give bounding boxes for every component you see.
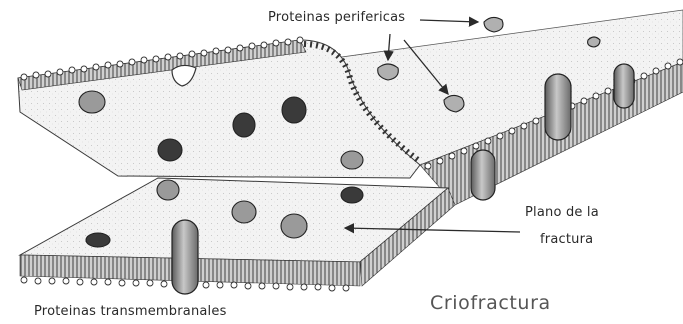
transmembrane-protein-icon [545, 74, 571, 140]
transmembrane-protein-icon [614, 64, 634, 108]
protein-particle [158, 139, 182, 161]
protein-particle [233, 113, 255, 137]
protein-particle [282, 97, 306, 123]
transmembrane-protein-icon [471, 150, 495, 200]
label-fracture-plane-line2: fractura [540, 232, 593, 247]
diagram-title: Criofractura [430, 292, 551, 314]
peripheral-protein-icon [484, 17, 503, 32]
protein-particle [232, 201, 256, 223]
label-peripheral-proteins: Proteinas perifericas [268, 10, 405, 25]
label-transmembrane-proteins: Proteinas transmembranales [34, 304, 227, 319]
protein-particle [341, 151, 363, 169]
protein-particle [281, 214, 307, 238]
lower-leaflet [20, 178, 455, 291]
protein-particle [341, 187, 363, 203]
protein-particle [86, 233, 110, 247]
peripheral-protein-icon [588, 37, 600, 47]
protein-particle [157, 180, 179, 200]
transmembrane-protein-icon [172, 220, 198, 294]
label-fracture-plane-line1: Plano de la [525, 205, 599, 220]
arrow-peripheral-right [420, 20, 478, 22]
protein-particle [79, 91, 105, 113]
